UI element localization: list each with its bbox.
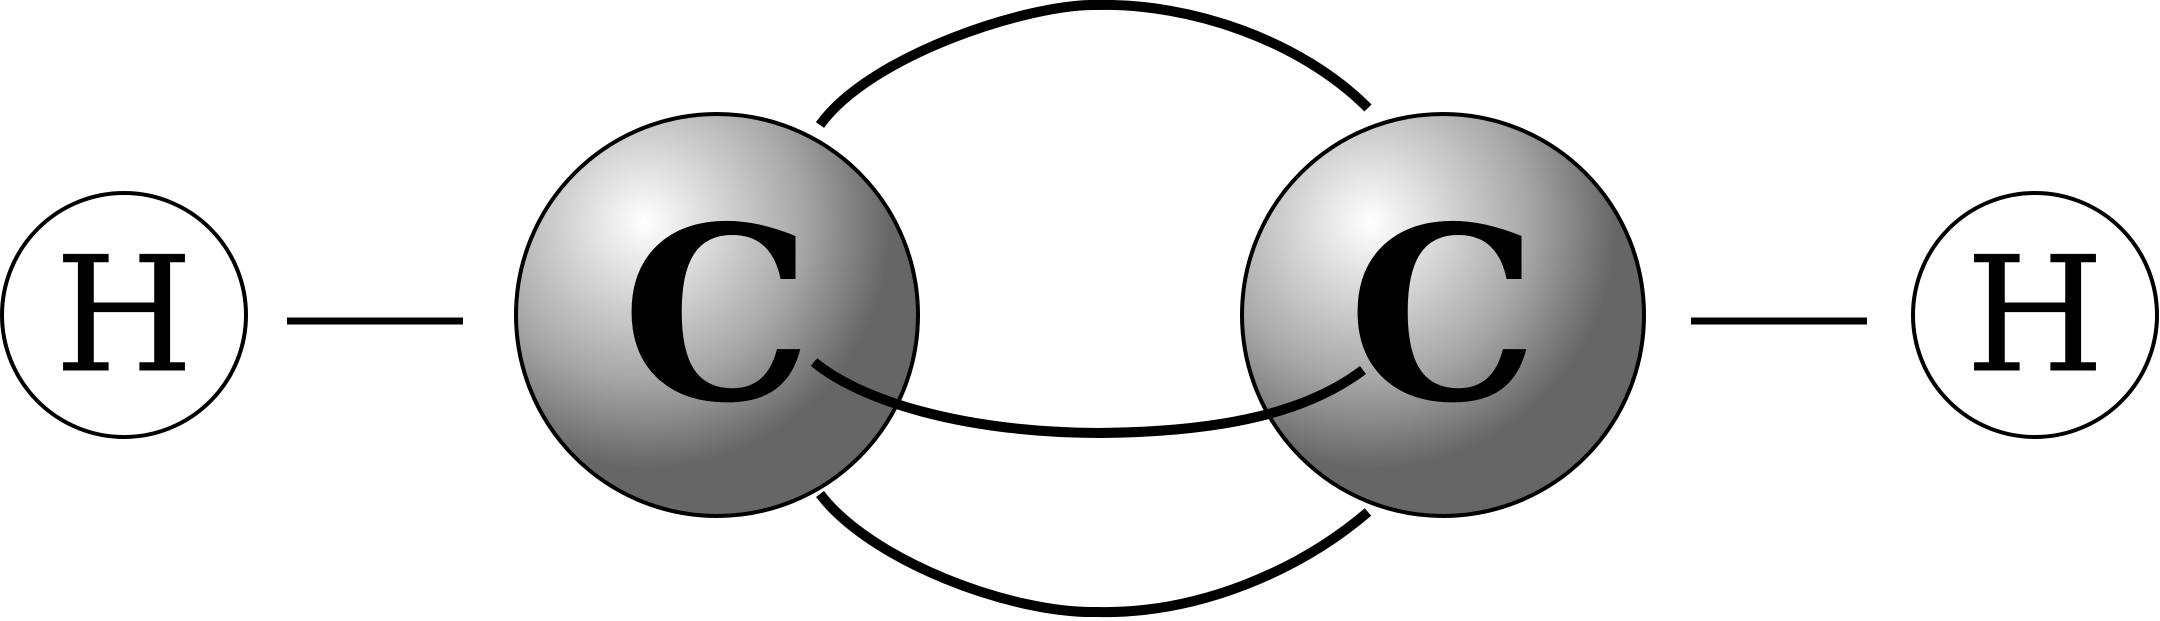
carbon-right-sphere: [1240, 112, 1646, 518]
pi-bond-top-arc: [815, 0, 1372, 128]
hydrogen-right-sphere: [1911, 191, 2159, 439]
atom-carbon-right: C: [1240, 112, 1646, 518]
atom-hydrogen-right: H: [1911, 191, 2159, 439]
atom-carbon-left: C: [514, 112, 920, 518]
atom-hydrogen-left: H: [0, 191, 248, 439]
carbon-right-label: C: [1347, 174, 1538, 456]
hydrogen-left-label: H: [54, 222, 194, 409]
hydrogen-left-sphere: [0, 191, 248, 439]
hydrogen-right-label: H: [1965, 222, 2105, 409]
carbon-left-label: C: [621, 174, 812, 456]
carbon-left-sphere: [514, 112, 920, 518]
pi-bond-bottom-arc: [816, 490, 1372, 618]
pi-bond-middle-arc: [810, 358, 1367, 439]
